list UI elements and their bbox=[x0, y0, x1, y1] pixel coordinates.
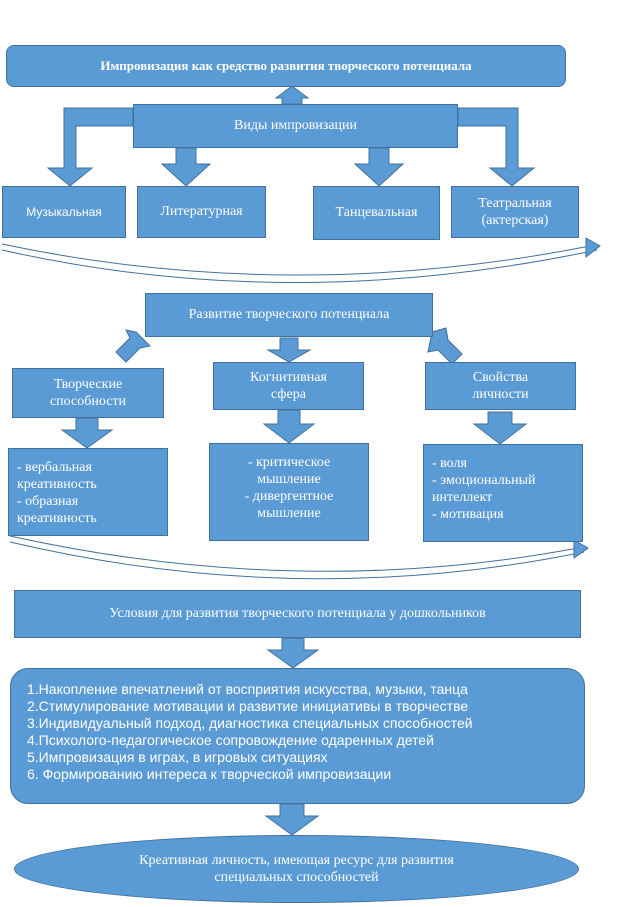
condition-item: 3.Индивидуальный подход, диагностика спе… bbox=[27, 715, 473, 731]
type-dance-text: Танцевальная bbox=[335, 205, 418, 221]
curved-arrow-bottom-head bbox=[573, 539, 589, 559]
type-musical-text: Музыкальная bbox=[26, 204, 102, 219]
arrow-up-to-title bbox=[274, 85, 310, 105]
type-dance-box: Танцевальная bbox=[313, 186, 440, 240]
category-cognitive-box: Когнитивная сфера bbox=[213, 362, 364, 410]
detail-item: - воля bbox=[432, 456, 467, 471]
type-literary-text: Литературная bbox=[160, 204, 243, 220]
conditions-header-text: Условия для развития творческого потенци… bbox=[109, 606, 486, 622]
curved-arrow-top-head bbox=[585, 237, 601, 259]
conditions-header-box: Условия для развития творческого потенци… bbox=[14, 590, 581, 638]
condition-item: 2.Стимулирование мотивации и развитие ин… bbox=[27, 698, 469, 714]
category-personality-box: Свойства личности bbox=[425, 362, 576, 410]
curved-arrow-bottom bbox=[9, 541, 585, 580]
arrow-down-cognitive bbox=[262, 409, 316, 444]
type-musical-box: Музыкальная bbox=[2, 186, 126, 238]
arrow-diag-left bbox=[115, 329, 152, 363]
detail-item: - дивергентное мышление bbox=[244, 489, 334, 521]
category-abilities-text: Творческие способности bbox=[49, 376, 127, 410]
type-theatre-text: Театральная (актерская) bbox=[478, 195, 552, 229]
condition-item: 6. Формированию интереса к творческой им… bbox=[27, 766, 392, 782]
result-text: Креативная личность, имеющая ресурс для … bbox=[139, 852, 454, 886]
arrow-down-center bbox=[266, 337, 312, 363]
details-abilities-box: - вербальная креативность - образная кре… bbox=[8, 448, 168, 536]
detail-item: - мотивация bbox=[432, 507, 504, 522]
detail-item: - образная креативность bbox=[17, 494, 97, 526]
title-text: Импровизация как средство развития творч… bbox=[100, 57, 472, 73]
condition-item: 1.Накопление впечатлений от восприятия и… bbox=[27, 681, 468, 697]
arrow-diag-right bbox=[427, 327, 463, 365]
arrow-bent-left bbox=[46, 107, 134, 187]
arrow-down-abilities bbox=[60, 417, 114, 449]
detail-item: - вербальная креативность bbox=[17, 460, 97, 492]
details-cognitive-box: - критическое мышление - дивергентное мы… bbox=[209, 443, 369, 541]
arrow-down-conditions bbox=[266, 637, 320, 669]
condition-item: 4.Психолого-педагогическое сопровождение… bbox=[27, 732, 434, 748]
development-header-box: Развитие творческого потенциала bbox=[145, 293, 433, 337]
arrow-bent-right bbox=[457, 107, 536, 187]
arrow-down-personality bbox=[472, 411, 528, 445]
conditions-list-box: 1.Накопление впечатлений от восприятия и… bbox=[10, 668, 585, 804]
curved-arrow-top bbox=[1, 249, 598, 283]
category-abilities-box: Творческие способности bbox=[12, 368, 164, 418]
arrow-down-dance bbox=[353, 147, 405, 187]
category-cognitive-text: Когнитивная сфера bbox=[250, 369, 327, 403]
title-box: Импровизация как средство развития творч… bbox=[6, 45, 566, 87]
details-personality-box: - воля - эмоциональный интеллект - мотив… bbox=[423, 444, 583, 542]
result-ellipse: Креативная личность, имеющая ресурс для … bbox=[14, 835, 579, 903]
detail-item: - критическое мышление bbox=[247, 455, 331, 487]
type-literary-box: Литературная bbox=[137, 186, 266, 238]
detail-item: - эмоциональный интеллект bbox=[432, 473, 536, 505]
types-header-text: Виды импровизации bbox=[233, 118, 358, 134]
types-header-box: Виды импровизации bbox=[133, 104, 458, 148]
arrow-down-result bbox=[264, 803, 320, 836]
arrow-down-literary bbox=[160, 147, 212, 187]
type-theatre-box: Театральная (актерская) bbox=[451, 186, 579, 238]
category-personality-text: Свойства личности bbox=[472, 369, 529, 403]
condition-item: 5.Импровизация в играх, в игровых ситуац… bbox=[27, 749, 328, 765]
development-header-text: Развитие творческого потенциала bbox=[188, 307, 390, 323]
